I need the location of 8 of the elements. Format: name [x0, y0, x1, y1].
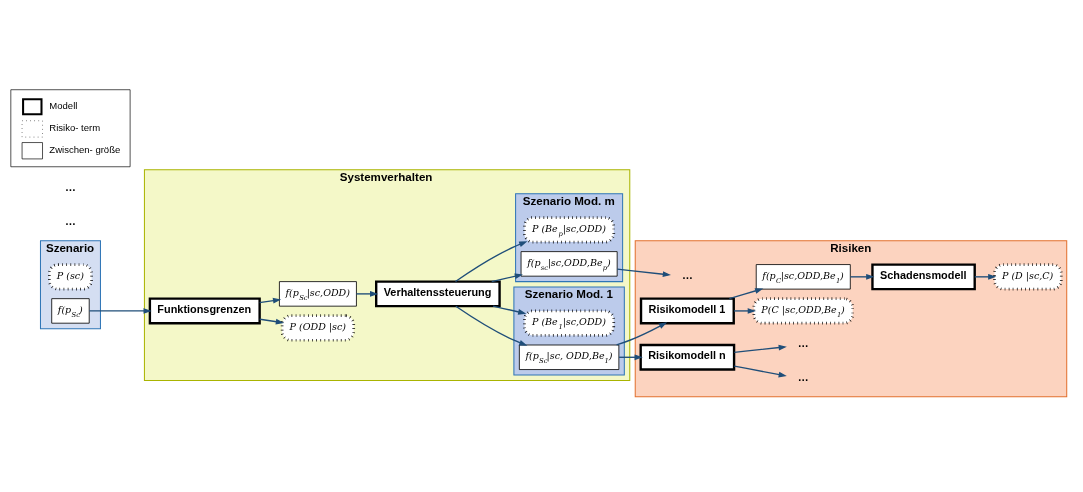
- node-text: …: [681, 268, 693, 281]
- legend-label: Zwischen- größe: [49, 144, 121, 156]
- label: …: [65, 214, 76, 227]
- node-text: …: [797, 336, 809, 349]
- legend-label: Modell: [49, 100, 78, 112]
- label: …: [65, 180, 76, 193]
- node-text: …: [797, 371, 809, 384]
- legend-label: Risiko- term: [49, 122, 101, 134]
